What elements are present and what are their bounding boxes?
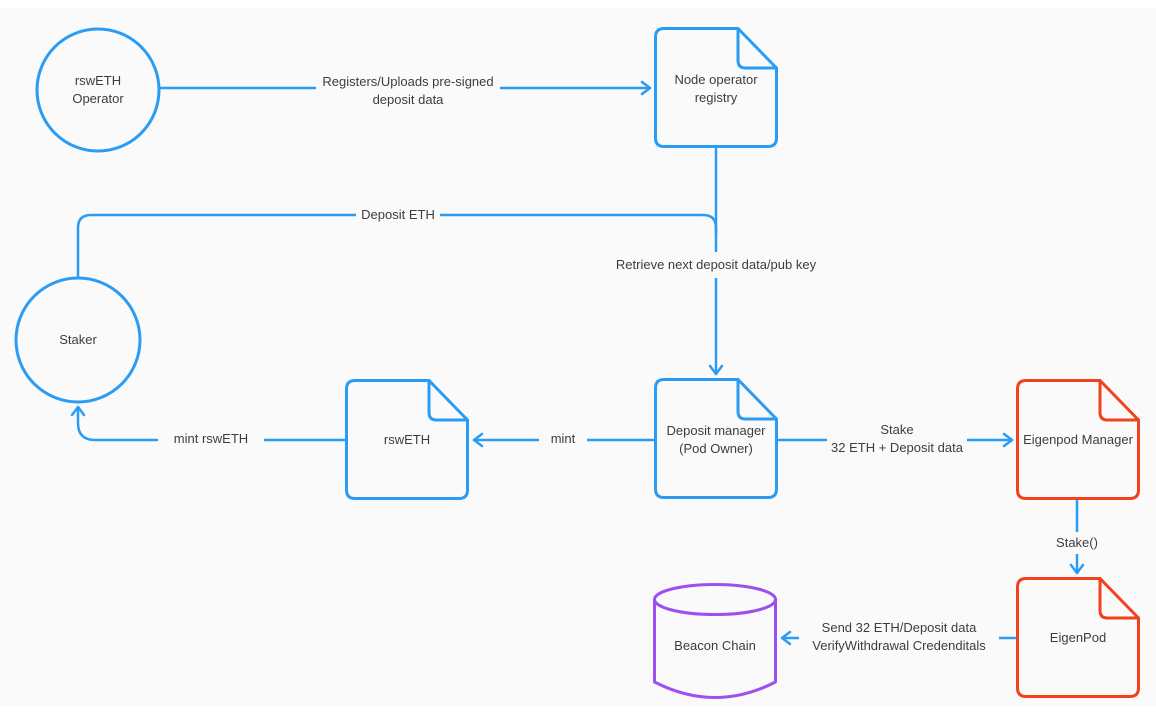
node-label: Deposit manager [667,423,767,438]
edge-label-stake: Stake 32 ETH + Deposit data [827,417,967,462]
node-deposit-manager: Deposit manager (Pod Owner) [654,378,778,499]
node-label: Beacon Chain [674,638,756,653]
edges [70,80,1085,646]
edge-label-text: mint rswETH [174,431,248,446]
node-staker: Staker [14,276,142,404]
edge-label-text: 32 ETH + Deposit data [831,440,964,455]
edge-label-send: Send 32 ETH/Deposit data VerifyWithdrawa… [799,615,999,660]
node-label: Eigenpod Manager [1023,432,1134,447]
frame-strip-bottom [0,706,1156,718]
edge-label-text: Deposit ETH [361,207,435,222]
node-node-operator-registry: Node operator registry [654,27,778,148]
node-eigenpod: EigenPod [1016,577,1140,698]
document-icon [654,27,778,148]
edge-label-text: Retrieve next deposit data/pub key [616,257,817,272]
node-label: Node operator [674,72,758,87]
node-label: Operator [72,91,124,106]
node-label: registry [695,90,738,105]
edge-label-text: Send 32 ETH/Deposit data [822,620,977,635]
frame-strip-top [0,0,1156,8]
node-label: rswETH [384,432,430,447]
edge-label-text: mint [551,431,576,446]
edge-label-text: Stake [880,422,913,437]
circle-shape [35,27,161,153]
node-label: (Pod Owner) [679,441,753,456]
edge-label-stake-call: Stake() [1049,532,1105,554]
node-label: Staker [59,332,97,347]
edge-label-registers: Registers/Uploads pre-signed deposit dat… [316,67,500,109]
edge-mint-rsweth [70,405,346,442]
node-label: rswETH [75,73,121,88]
node-eigenpod-manager: Eigenpod Manager [1016,379,1140,500]
edge-label-mint: mint [539,428,587,450]
edge-label-text: deposit data [373,92,445,107]
edge-label-text: VerifyWithdrawal Credenditals [812,638,986,653]
edge-label-deposit-eth: Deposit ETH [356,204,440,226]
edge-label-text: Registers/Uploads pre-signed [322,74,493,89]
node-label: EigenPod [1050,630,1106,645]
edge-label-text: Stake() [1056,535,1098,550]
circle-shape [14,276,142,404]
edge-label-mint-rsweth: mint rswETH [158,428,264,450]
node-rsweth-operator: rswETH Operator [35,27,161,153]
edge-labels: Registers/Uploads pre-signed deposit dat… [158,67,1105,660]
document-icon [654,378,778,499]
node-rsweth: rswETH [345,379,469,500]
edge-label-retrieve: Retrieve next deposit data/pub key [606,252,826,278]
node-beacon-chain: Beacon Chain [653,583,777,699]
